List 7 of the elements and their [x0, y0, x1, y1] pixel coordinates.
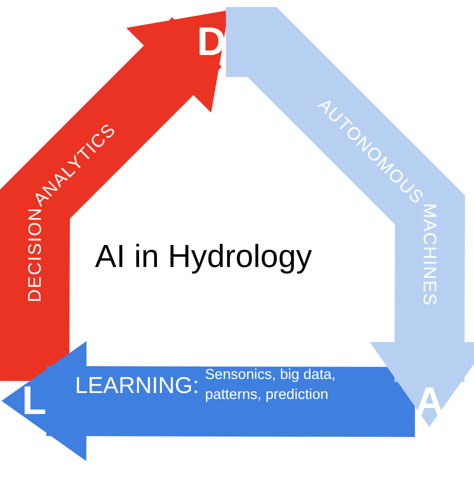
note-text: Sensonics, big data, patterns, prediction: [205, 366, 337, 405]
title: AI in Hydrology: [95, 238, 312, 275]
arrow-label: LEARNING:: [75, 372, 199, 399]
block-arrow: [1, 341, 416, 462]
block-arrow: [0, 10, 229, 382]
letter-label: D: [197, 22, 226, 62]
letter-label: L: [22, 381, 46, 421]
